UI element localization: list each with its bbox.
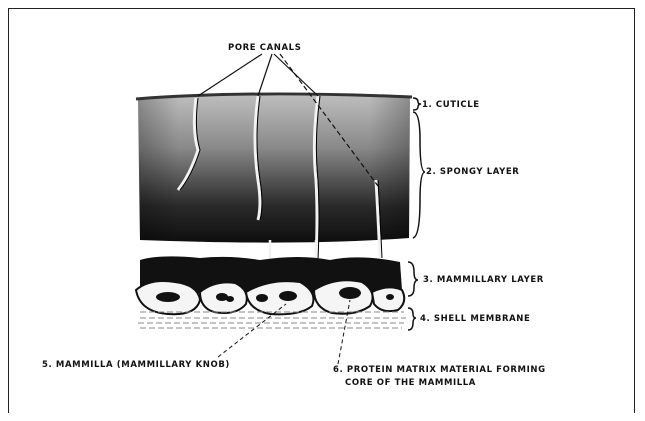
label-shell-membrane: 4. SHELL MEMBRANE [420, 314, 530, 324]
label-mammillary-layer: 3. MAMMILLARY LAYER [423, 275, 544, 285]
label-spongy-layer: 2. SPONGY LAYER [426, 167, 519, 177]
label-pore-canals: PORE CANALS [228, 43, 301, 53]
label-mammilla: 5. MAMMILLA (MAMMILLARY KNOB) [42, 360, 230, 370]
label-protein-matrix-line2: CORE OF THE MAMMILLA [345, 378, 476, 388]
layer-braces [408, 98, 425, 330]
label-cuticle: 1. CUTICLE [422, 100, 480, 110]
spongy-layer [138, 95, 410, 242]
label-protein-matrix-line1: 6. PROTEIN MATRIX MATERIAL FORMING [333, 365, 546, 375]
mammillary-layer [136, 256, 404, 314]
